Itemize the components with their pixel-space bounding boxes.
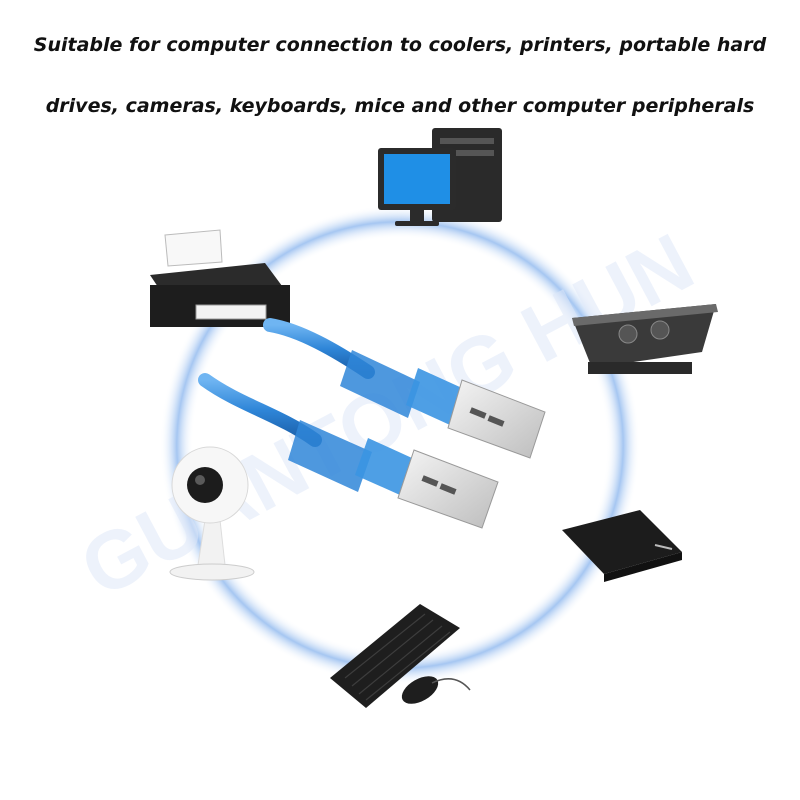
desktop-computer-icon: [378, 128, 502, 226]
keyboard-icon: [330, 604, 460, 708]
webcam-icon: [169, 446, 255, 581]
caption-line-1: Suitable for computer connection to cool…: [33, 34, 767, 56]
usb-cable-upper: [263, 318, 546, 459]
usb-cable-lower: [198, 373, 499, 529]
caption-line-2: drives, cameras, keyboards, mice and oth…: [45, 95, 755, 117]
printer-icon: [150, 229, 290, 327]
mouse-icon: [401, 676, 471, 704]
laptop-cooler-icon: [572, 304, 718, 374]
portable-hard-drive-icon: [562, 510, 682, 582]
